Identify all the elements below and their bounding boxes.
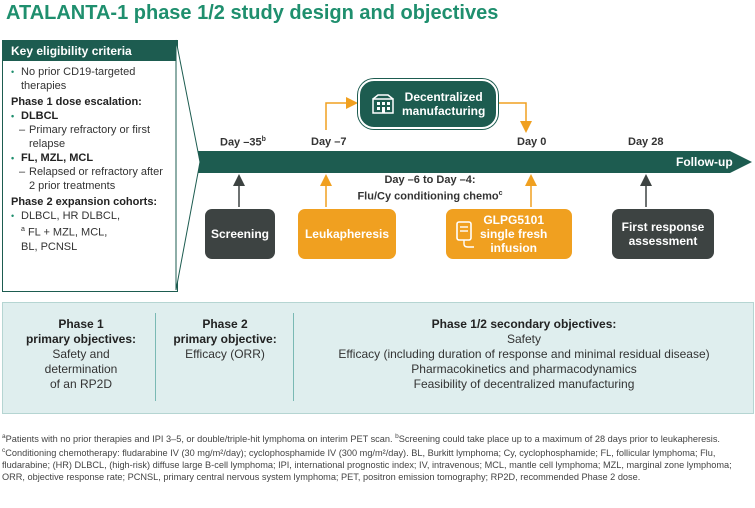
leukapheresis-box: Leukapheresis [298, 209, 396, 259]
objectives-divider-1 [155, 313, 156, 401]
infusion-box: GLPG5101 single fresh infusion [446, 209, 572, 259]
manufacturing-line2: manufacturing [402, 104, 486, 118]
criteria-fl-detail: Relapsed or refractory after 2 prior tre… [11, 165, 171, 193]
first-response-box: First response assessment [612, 209, 714, 259]
infusion-line3: infusion [490, 241, 538, 255]
phase1-objectives: Phase 1 primary objectives: Safety and d… [25, 317, 137, 391]
timeline-band [176, 151, 752, 173]
objectives-divider-2 [293, 313, 294, 401]
secondary-item: Feasibility of decentralized manufacturi… [413, 377, 635, 391]
criteria-phase2-cohorts: DLBCL, HR DLBCL, a FL + MZL, MCL, BL, PC… [11, 209, 171, 254]
conditioning-label: Day –6 to Day –4: Flu/Cy conditioning ch… [357, 174, 503, 203]
eligibility-heading: Key eligibility criteria [3, 41, 177, 61]
factory-icon [372, 94, 394, 114]
infusion-line2: single fresh [480, 227, 548, 241]
manufacturing-box: Decentralized manufacturing [358, 79, 498, 129]
first-response-line2: assessment [628, 234, 698, 248]
manufacturing-line1: Decentralized [404, 90, 483, 104]
from-manufacturing-arrow [498, 102, 532, 133]
phase2-line3: BL, PCNSL [21, 240, 78, 253]
criteria-dlbcl: DLBCL [11, 109, 171, 123]
footnote: aPatients with no prior therapies and IP… [2, 433, 732, 483]
phase2-objectives: Phase 2 primary objective: Efficacy (ORR… [173, 317, 277, 361]
phase2-line2: FL + MZL, MCL, [24, 226, 108, 239]
follow-up-label: Follow-up [676, 155, 733, 169]
first-response-line1: First response [621, 220, 705, 234]
phase1-heading: Phase 1 dose escalation: [11, 96, 142, 108]
phase2-heading: Phase 2 expansion cohorts: [11, 196, 158, 208]
day-0-label: Day 0 [517, 136, 547, 148]
criteria-no-prior: No prior CD19-targeted therapies [11, 65, 171, 93]
iv-bag-icon [456, 221, 474, 248]
phase2-sup: a [21, 226, 25, 233]
eligibility-chevron [175, 39, 201, 291]
day-minus35-label: Day –35b [220, 136, 266, 149]
secondary-item: Safety [506, 332, 542, 346]
secondary-item: Efficacy (including duration of response… [338, 347, 710, 361]
objectives-panel: Phase 1 primary objectives: Safety and d… [2, 302, 754, 414]
secondary-item: Pharmacokinetics and pharmacodynamics [411, 362, 637, 376]
day-28-label: Day 28 [628, 136, 664, 148]
phase2-line1: DLBCL, HR DLBCL, [21, 210, 121, 222]
screening-box: Screening [205, 209, 275, 259]
criteria-dlbcl-detail: Primary refractory or first relapse [11, 123, 171, 151]
to-manufacturing-arrow [325, 97, 358, 130]
day-minus7-label: Day –7 [311, 136, 347, 148]
secondary-objectives: Phase 1/2 secondary objectives: Safety E… [299, 317, 749, 392]
criteria-fl-group: FL, MZL, MCL [11, 151, 171, 165]
timeline-graphic [175, 39, 752, 291]
page-title: ATALANTA-1 phase 1/2 study design and ob… [6, 2, 499, 24]
infusion-line1: GLPG5101 [483, 213, 545, 227]
